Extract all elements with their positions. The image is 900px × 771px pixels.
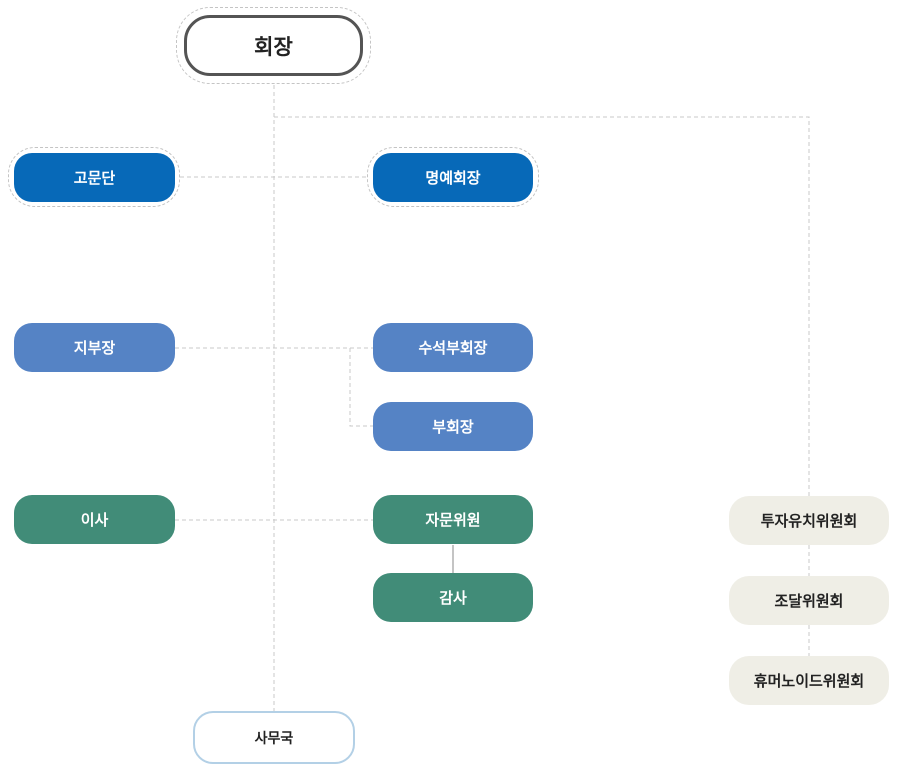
- advisory-board-halo: [8, 147, 180, 207]
- committee-branch-line: [274, 116, 810, 496]
- honorary-chairman-halo: [367, 147, 539, 207]
- director-node[interactable]: 이사: [14, 495, 175, 544]
- chairman-node[interactable]: 회장: [184, 15, 363, 76]
- honorary-chairman-node[interactable]: 명예회장: [373, 153, 533, 202]
- procurement-committee-node[interactable]: 조달위원회: [729, 576, 889, 625]
- humanoid-committee-node[interactable]: 휴머노이드위원회: [729, 656, 889, 705]
- advisory-member-node[interactable]: 자문위원: [373, 495, 533, 544]
- auditor-node[interactable]: 감사: [373, 573, 533, 622]
- advisory-board-node[interactable]: 고문단: [14, 153, 175, 202]
- branch-head-node[interactable]: 지부장: [14, 323, 175, 372]
- investment-committee-node[interactable]: 투자유치위원회: [729, 496, 889, 545]
- vice-chairman-bracket-line: [349, 348, 373, 427]
- vice-chairman-node[interactable]: 부회장: [373, 402, 533, 451]
- secretariat-node[interactable]: 사무국: [193, 711, 355, 764]
- senior-vice-chairman-node[interactable]: 수석부회장: [373, 323, 533, 372]
- chairman-halo: [176, 7, 371, 84]
